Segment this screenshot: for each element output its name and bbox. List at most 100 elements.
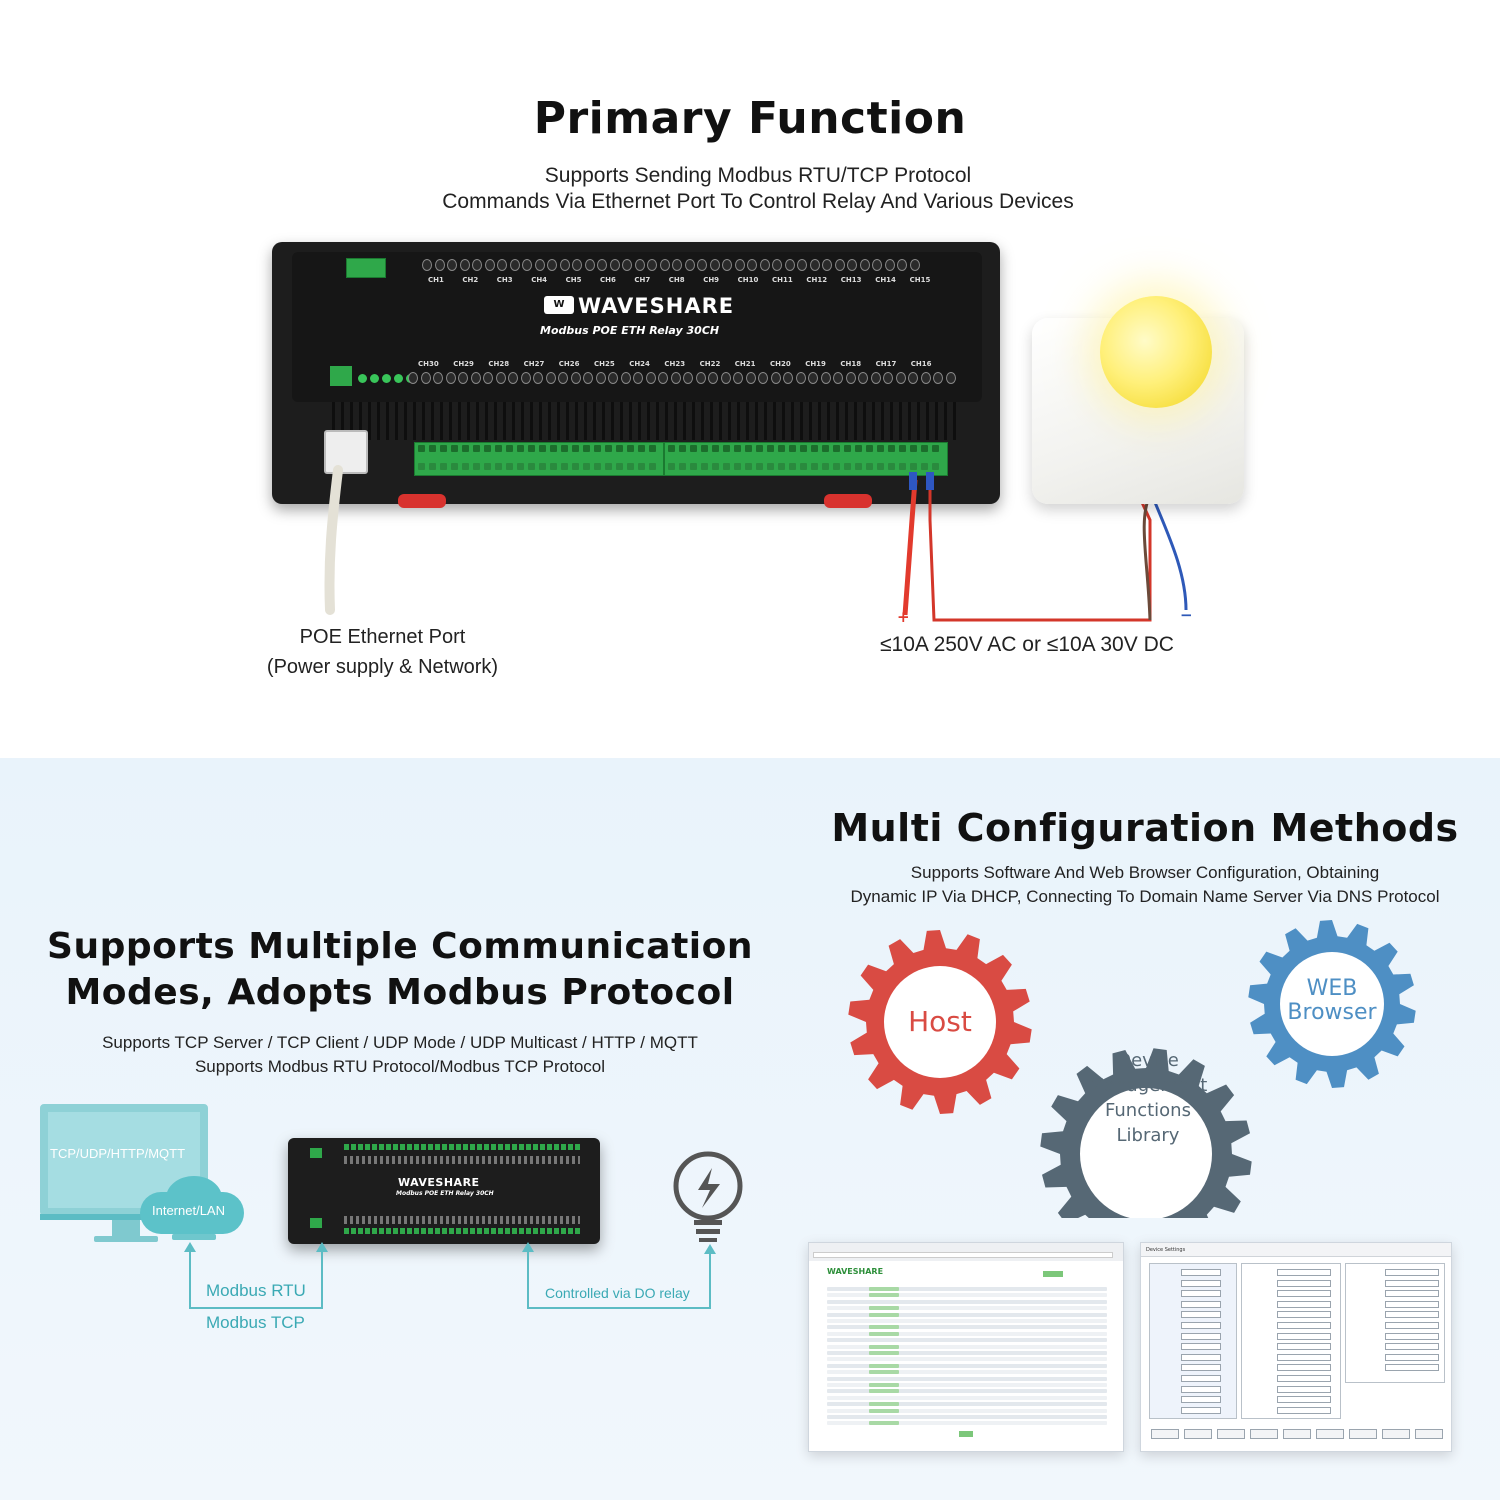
screw-terminal: [583, 372, 593, 384]
wiring-diagram: [324, 465, 1188, 622]
dialog-field: [1277, 1396, 1331, 1404]
gear-web-label: WEB Browser: [1272, 977, 1392, 1025]
primary-function-subtitle-1: Supports Sending Modbus RTU/TCP Protocol: [544, 164, 972, 187]
vent-slot: [764, 402, 767, 440]
terminal-screw: [767, 463, 774, 470]
form-field: [869, 1306, 899, 1311]
gear-device-line-4: Library: [1116, 1125, 1180, 1146]
dialog-field: [1277, 1364, 1331, 1372]
vent-slot: [359, 402, 362, 440]
screw-terminal: [734, 259, 745, 271]
vent-slot: [575, 402, 578, 440]
screw-terminal: [483, 372, 493, 384]
form-row: [827, 1338, 1107, 1343]
screw-terminal: [858, 372, 868, 384]
dialog-field: [1277, 1375, 1331, 1382]
vent-slot: [476, 402, 479, 440]
terminal-screw: [649, 463, 656, 470]
terminal-pin: [668, 445, 675, 452]
vent-slot: [809, 402, 812, 440]
vent-slot: [440, 402, 443, 440]
vent-slot: [458, 402, 461, 440]
vent-slot: [917, 402, 920, 440]
green-terminal-block-left: [414, 442, 664, 476]
terminal-pin: [723, 445, 730, 452]
terminal-pin: [789, 445, 796, 452]
dialog-field: [1181, 1364, 1221, 1372]
terminal-pin: [888, 445, 895, 452]
screw-terminal: [433, 372, 443, 384]
comm-subtitle-1: Supports TCP Server / TCP Client / UDP M…: [102, 1033, 698, 1052]
minus-terminal-mark: −: [1180, 606, 1193, 624]
screw-terminal: [709, 259, 720, 271]
din-clip-left: [398, 494, 446, 508]
terminal-screw: [712, 463, 719, 470]
vent-slot: [773, 402, 776, 440]
channel-label: CH6: [600, 276, 616, 284]
form-row: [827, 1306, 1107, 1311]
dialog-field: [1277, 1353, 1331, 1361]
vent-slot: [521, 402, 524, 440]
primary-function-section: Primary Function Supports Sending Modbus…: [266, 93, 1244, 678]
screw-terminal: [545, 372, 556, 384]
terminal-pin: [833, 445, 840, 452]
screw-terminal: [822, 259, 832, 271]
vent-slot: [449, 402, 452, 440]
form-row: [827, 1383, 1107, 1387]
vent-slot: [863, 402, 866, 440]
din-clip-right: [824, 494, 872, 508]
screw-terminal: [859, 259, 870, 271]
terminal-screw: [855, 463, 862, 470]
terminal-screw: [561, 463, 568, 470]
vent-slot: [350, 402, 353, 440]
dialog-button: [1316, 1429, 1344, 1439]
terminal-screw: [627, 463, 634, 470]
gear-host-label: Host: [908, 1005, 972, 1038]
terminal-pin: [910, 445, 917, 452]
form-field: [869, 1389, 899, 1394]
form-field: [869, 1331, 899, 1336]
screw-terminal: [508, 372, 518, 384]
screw-terminal: [547, 259, 557, 271]
vent-slot: [944, 402, 947, 440]
connection-arrows: [184, 1242, 716, 1309]
dialog-field: [1277, 1322, 1331, 1329]
screw-terminal: [797, 259, 807, 271]
screw-terminal: [559, 259, 570, 271]
terminal-screw: [616, 463, 623, 470]
comm-title-2: Modes, Adopts Modbus Protocol: [65, 972, 735, 1013]
channel-label: CH11: [772, 276, 793, 284]
dialog-title: Device Settings: [1146, 1247, 1186, 1253]
form-row: [827, 1363, 1107, 1368]
terminal-pin: [822, 445, 829, 452]
channel-label: CH18: [840, 360, 862, 368]
comm-subtitle-2: Supports Modbus RTU Protocol/Modbus TCP …: [194, 1057, 606, 1076]
vent-slot: [674, 402, 677, 440]
screw-terminal: [945, 372, 956, 384]
screw-terminal: [597, 259, 607, 271]
form-row: [827, 1402, 1107, 1407]
screw-terminal: [622, 259, 632, 271]
vent-slot: [908, 402, 911, 440]
screw-terminal: [884, 259, 895, 271]
screw-terminal: [420, 372, 431, 384]
screw-terminal: [784, 259, 795, 271]
screw-terminal: [620, 372, 631, 384]
vent-slot: [467, 402, 470, 440]
terminal-pin: [855, 445, 862, 452]
gear-device-line-2: Management: [1088, 1075, 1208, 1096]
form-row: [827, 1415, 1107, 1419]
screw-terminal: [920, 372, 931, 384]
channel-label: CH2: [462, 276, 479, 284]
vent-slot: [827, 402, 830, 440]
channel-label: CH14: [875, 276, 896, 284]
screw-terminal: [772, 259, 782, 271]
channel-label: CH24: [629, 360, 650, 368]
vent-slot: [935, 402, 938, 440]
vent-slot: [404, 402, 407, 440]
form-field: [869, 1363, 899, 1368]
vent-slot: [413, 402, 416, 440]
terminal-screw: [638, 463, 645, 470]
vent-slot: [890, 402, 893, 440]
screw-terminal: [745, 372, 756, 384]
